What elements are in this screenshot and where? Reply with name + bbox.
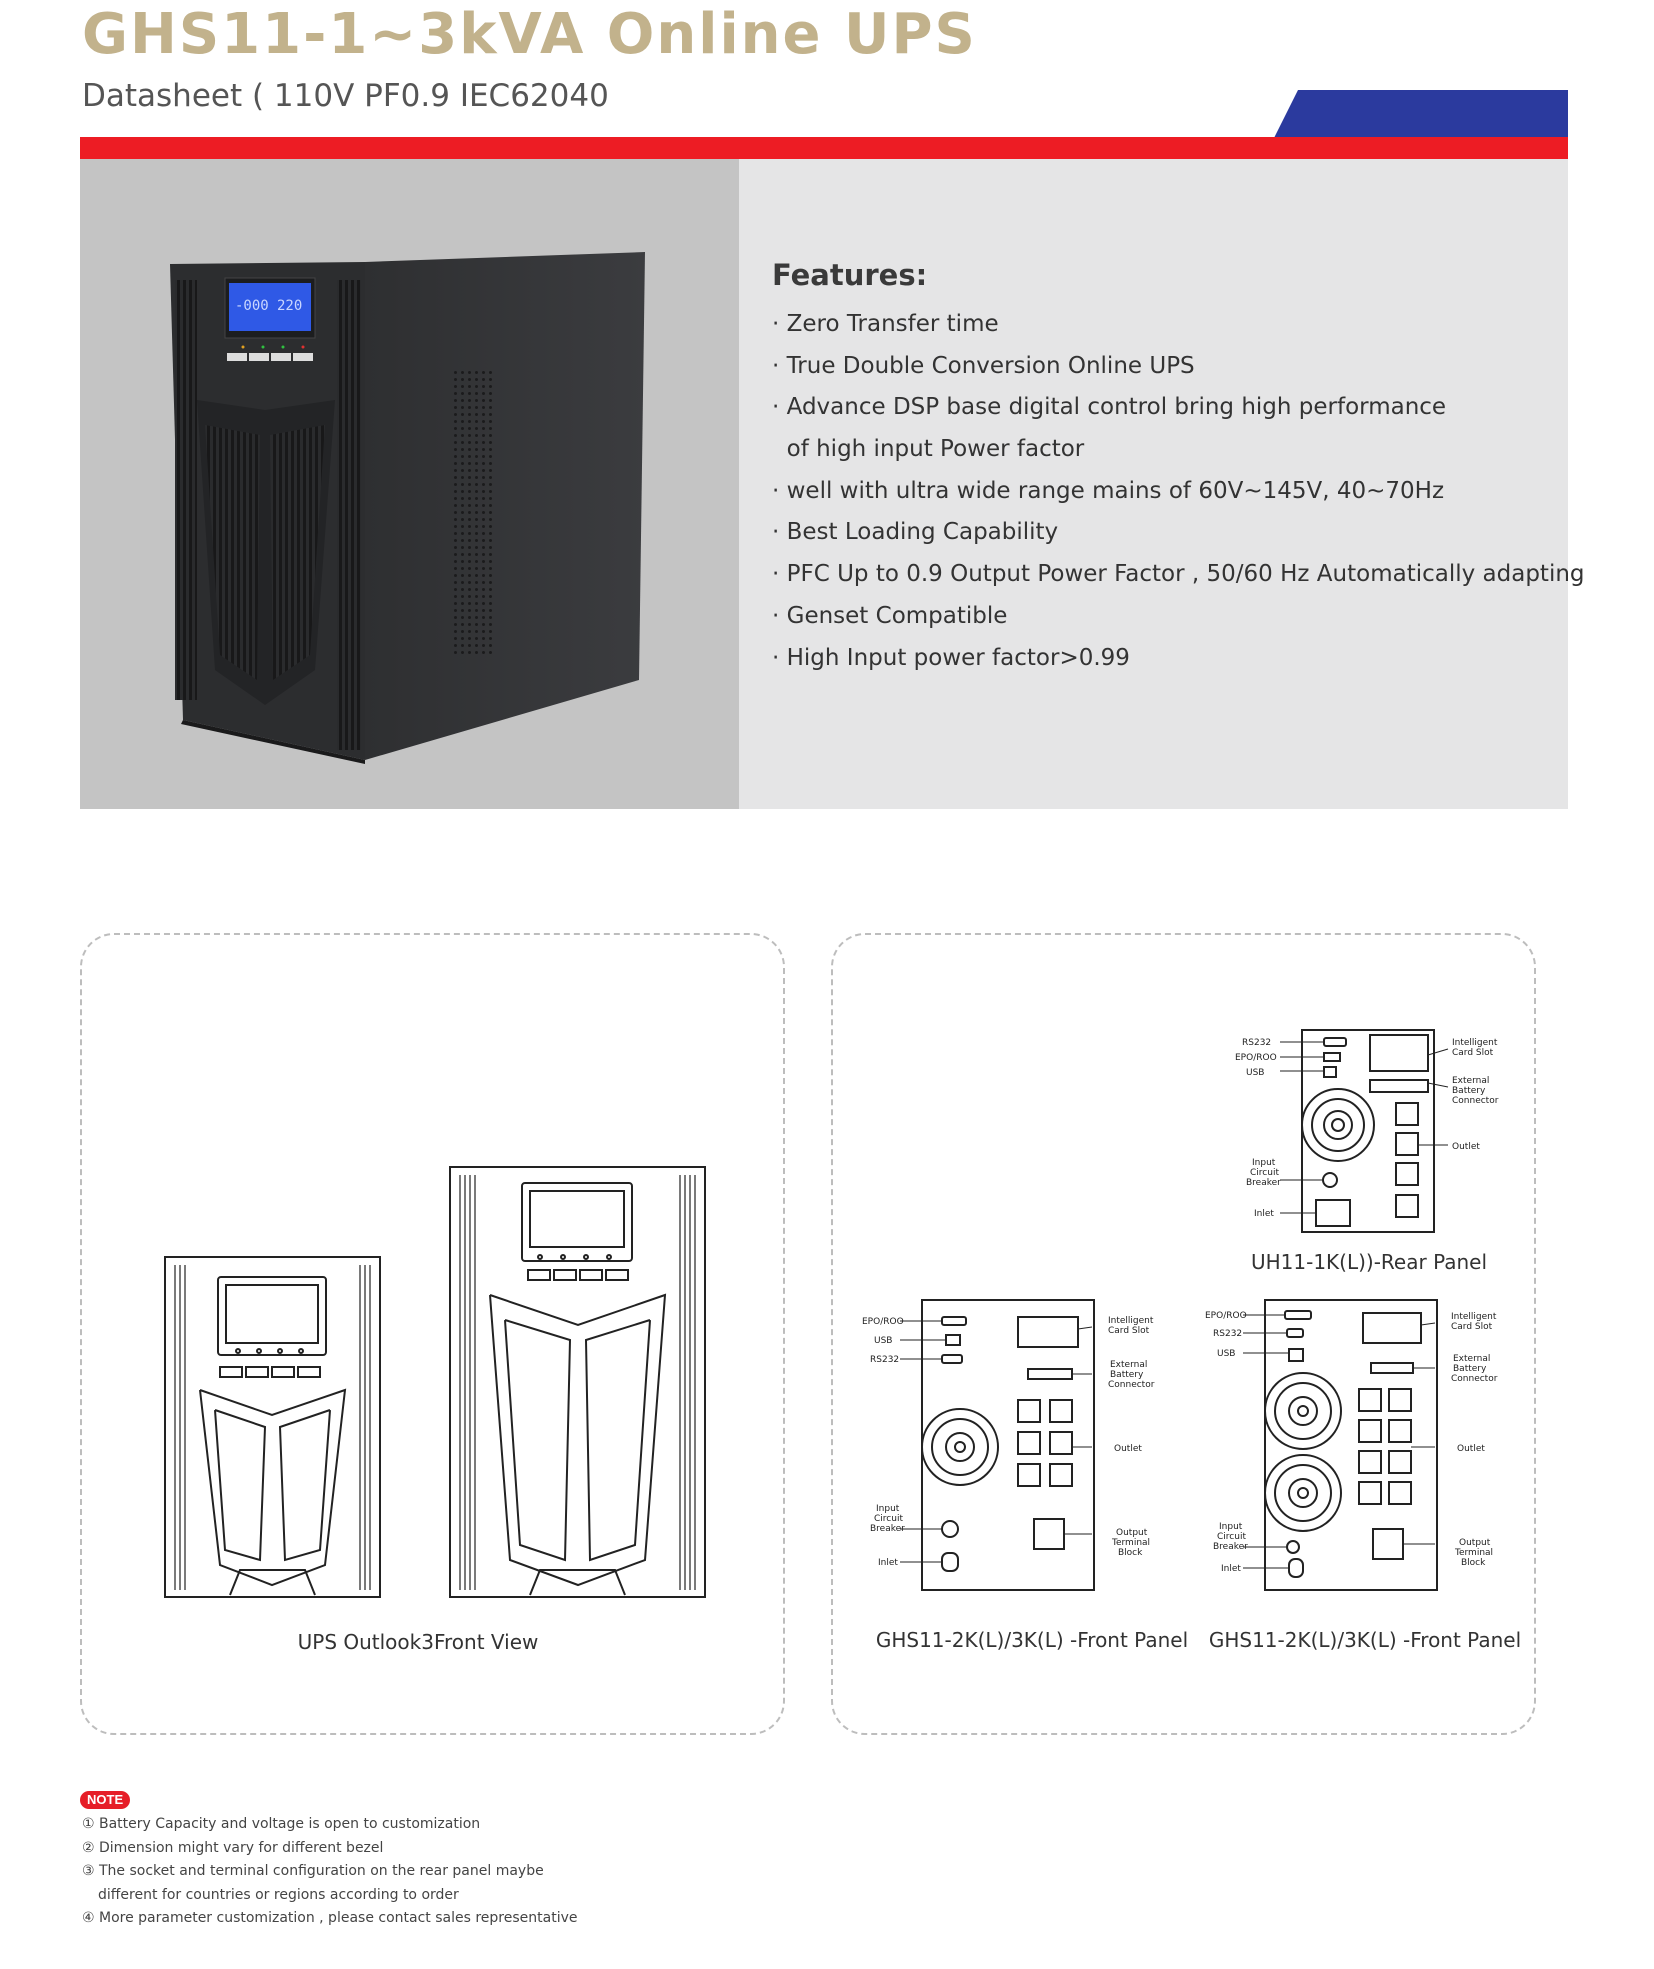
header-blue-tab	[1274, 90, 1568, 138]
svg-text:Block: Block	[1118, 1548, 1143, 1558]
feature-item: · Zero Transfer time	[772, 311, 999, 337]
rear-panel-1k-caption: UH11-1K(L))-Rear Panel	[1250, 1250, 1488, 1274]
svg-text:Intelligent: Intelligent	[1451, 1312, 1497, 1322]
svg-text:Battery: Battery	[1453, 1364, 1487, 1374]
svg-text:Connector: Connector	[1452, 1096, 1499, 1106]
svg-text:Intelligent: Intelligent	[1108, 1316, 1154, 1326]
svg-text:Battery: Battery	[1452, 1086, 1486, 1096]
front-view-drawing	[164, 1166, 706, 1598]
lcd-left-readout: -000	[235, 298, 269, 314]
ups-product-photo: -000 220	[170, 252, 645, 764]
rear-panel-1k-drawing: RS232 EPO/ROO USB Intelligent Card Slot …	[1235, 1029, 1499, 1233]
feature-item: · well with ultra wide range mains of 60…	[772, 477, 1445, 504]
svg-text:Card Slot: Card Slot	[1451, 1322, 1493, 1332]
front-view-box	[80, 933, 785, 1735]
rear-panel-2k-caption: GHS11-2K(L)/3K(L) -Front Panel	[875, 1628, 1189, 1652]
notes-list: ① Battery Capacity and voltage is open t…	[82, 1813, 577, 1931]
feature-item: · Genset Compatible	[772, 602, 1008, 629]
label-usb: USB	[1246, 1068, 1264, 1078]
note-item: ② Dimension might vary for different bez…	[82, 1839, 384, 1856]
lcd-right-readout: 220	[277, 298, 302, 314]
note-item: ① Battery Capacity and voltage is open t…	[82, 1816, 481, 1832]
label-card: Intelligent	[1452, 1038, 1498, 1048]
page-subtitle: Datasheet ( 110V PF0.9 IEC62040	[82, 78, 609, 114]
svg-text:EPO/ROO: EPO/ROO	[862, 1317, 904, 1327]
svg-text:Connector: Connector	[1108, 1380, 1155, 1390]
svg-text:Breaker: Breaker	[1213, 1542, 1248, 1552]
svg-text:Block: Block	[1461, 1558, 1486, 1568]
rear-panel-2k-drawing: EPO/ROO USB RS232 Intelligent Card Slot …	[862, 1299, 1155, 1591]
svg-text:EPO/ROO: EPO/ROO	[1205, 1311, 1247, 1321]
feature-item: · PFC Up to 0.9 Output Power Factor , 50…	[772, 561, 1585, 588]
svg-text:Circuit: Circuit	[1217, 1532, 1246, 1542]
svg-text:Input: Input	[876, 1504, 900, 1514]
feature-item: · High Input power factor>0.99	[772, 644, 1130, 671]
svg-text:Card Slot: Card Slot	[1452, 1048, 1494, 1058]
feature-item: · Best Loading Capability	[772, 519, 1059, 546]
svg-text:Connector: Connector	[1451, 1374, 1498, 1384]
label-outlet: Outlet	[1452, 1142, 1480, 1152]
features-title: Features:	[772, 258, 928, 292]
svg-text:Circuit: Circuit	[874, 1514, 903, 1524]
svg-text:Terminal: Terminal	[1111, 1538, 1150, 1548]
svg-text:Battery: Battery	[1110, 1370, 1144, 1380]
svg-text:Output: Output	[1116, 1528, 1148, 1538]
svg-text:RS232: RS232	[1213, 1329, 1242, 1339]
svg-text:Inlet: Inlet	[878, 1558, 898, 1568]
note-item: ③ The socket and terminal configuration …	[82, 1863, 544, 1879]
svg-text:Card Slot: Card Slot	[1108, 1326, 1150, 1336]
feature-item: of high input Power factor	[772, 436, 1085, 463]
svg-text:Circuit: Circuit	[1250, 1168, 1279, 1178]
svg-text:Output: Output	[1459, 1538, 1491, 1548]
svg-text:Terminal: Terminal	[1454, 1548, 1493, 1558]
label-battery: External	[1452, 1076, 1489, 1086]
svg-text:External: External	[1453, 1354, 1490, 1364]
svg-text:Outlet: Outlet	[1457, 1444, 1485, 1454]
note-item: different for countries or regions accor…	[98, 1886, 459, 1903]
label-rs232: RS232	[1242, 1038, 1271, 1048]
svg-text:RS232: RS232	[870, 1355, 899, 1365]
features-list: · Zero Transfer time · True Double Conve…	[772, 304, 1585, 679]
front-view-caption: UPS Outlook3Front View	[297, 1630, 539, 1654]
label-breaker: Input	[1252, 1158, 1276, 1168]
svg-text:Outlet: Outlet	[1114, 1444, 1142, 1454]
svg-text:USB: USB	[1217, 1349, 1235, 1359]
note-item: ④ More parameter customization , please …	[82, 1910, 578, 1926]
svg-text:Inlet: Inlet	[1221, 1564, 1241, 1574]
label-inlet: Inlet	[1254, 1209, 1274, 1219]
label-epo: EPO/ROO	[1235, 1053, 1277, 1063]
rear-panel-3k-caption: GHS11-2K(L)/3K(L) -Front Panel	[1208, 1628, 1522, 1652]
page-title: GHS11-1~3kVA Online UPS	[82, 2, 977, 67]
header-red-bar	[80, 137, 1568, 159]
svg-text:Breaker: Breaker	[1246, 1178, 1281, 1188]
features-panel	[739, 159, 1568, 809]
svg-text:Input: Input	[1219, 1522, 1243, 1532]
note-badge: NOTE	[80, 1791, 131, 1809]
feature-item: · True Double Conversion Online UPS	[772, 352, 1195, 379]
rear-panel-3k-drawing: EPO/ROO RS232 USB Intelligent Card Slot …	[1205, 1299, 1498, 1591]
svg-text:External: External	[1110, 1360, 1147, 1370]
rear-panel-box	[831, 933, 1536, 1735]
svg-text:Breaker: Breaker	[870, 1524, 905, 1534]
feature-item: · Advance DSP base digital control bring…	[772, 394, 1447, 421]
svg-text:USB: USB	[874, 1336, 892, 1346]
